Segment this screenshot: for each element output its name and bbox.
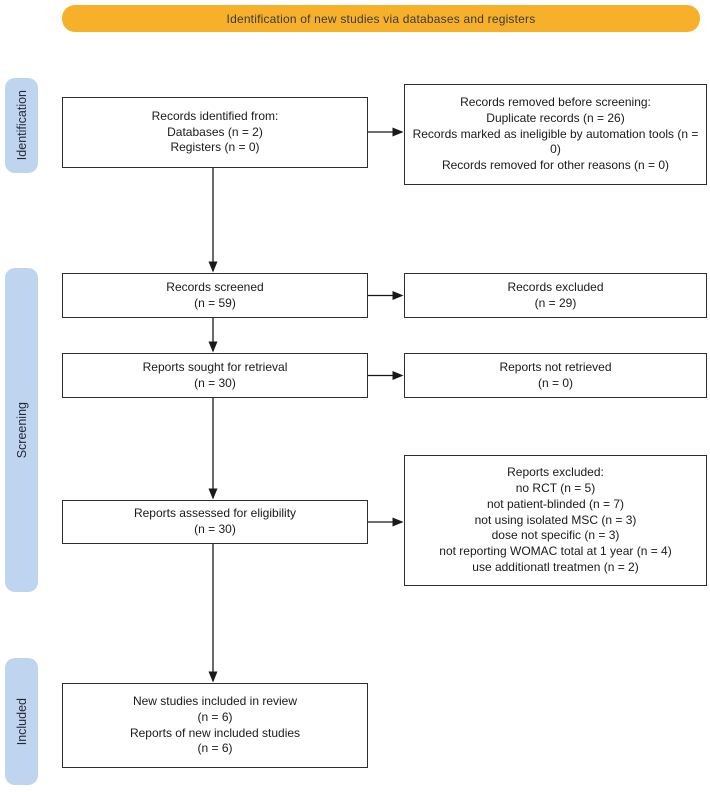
banner-identification-of-new-studies: Identification of new studies via databa… — [62, 5, 700, 32]
banner-label: Identification of new studies via databa… — [226, 11, 536, 26]
box-reports-sought: Reports sought for retrieval (n = 30) — [62, 353, 368, 398]
box-reports-assessed-text: Reports assessed for eligibility (n = 30… — [133, 506, 297, 536]
box-records-screened-text: Records screened (n = 59) — [166, 279, 264, 310]
box-records-removed-text: Records removed before screening: Duplic… — [412, 94, 699, 173]
stage-bar-identification: Identification — [5, 78, 38, 173]
box-records-removed-before-screening: Records removed before screening: Duplic… — [404, 84, 707, 185]
box-records-excluded: Records excluded (n = 29) — [404, 273, 707, 318]
box-new-studies-included-text: New studies included in review (n = 6) R… — [129, 693, 301, 756]
box-records-screened: Records screened (n = 59) — [62, 273, 368, 318]
box-records-identified-text: Records identified from: Databases (n = … — [151, 108, 279, 155]
stage-label-screening: Screening — [14, 401, 29, 459]
box-reports-not-retrieved: Reports not retrieved (n = 0) — [404, 353, 707, 398]
box-records-excluded-text: Records excluded (n = 29) — [507, 279, 604, 310]
box-new-studies-included: New studies included in review (n = 6) R… — [62, 683, 368, 768]
stage-bar-included: Included — [5, 658, 38, 785]
box-reports-assessed: Reports assessed for eligibility (n = 30… — [62, 500, 368, 544]
box-reports-sought-text: Reports sought for retrieval (n = 30) — [142, 359, 288, 390]
box-reports-excluded: Reports excluded: no RCT (n = 5) not pat… — [404, 455, 707, 586]
stage-label-identification: Identification — [14, 90, 29, 161]
stage-label-included: Included — [14, 697, 29, 746]
box-reports-excluded-text: Reports excluded: no RCT (n = 5) not pat… — [439, 465, 672, 575]
box-reports-not-retrieved-text: Reports not retrieved (n = 0) — [499, 359, 612, 390]
box-records-identified: Records identified from: Databases (n = … — [62, 97, 368, 168]
stage-bar-screening: Screening — [5, 268, 38, 592]
